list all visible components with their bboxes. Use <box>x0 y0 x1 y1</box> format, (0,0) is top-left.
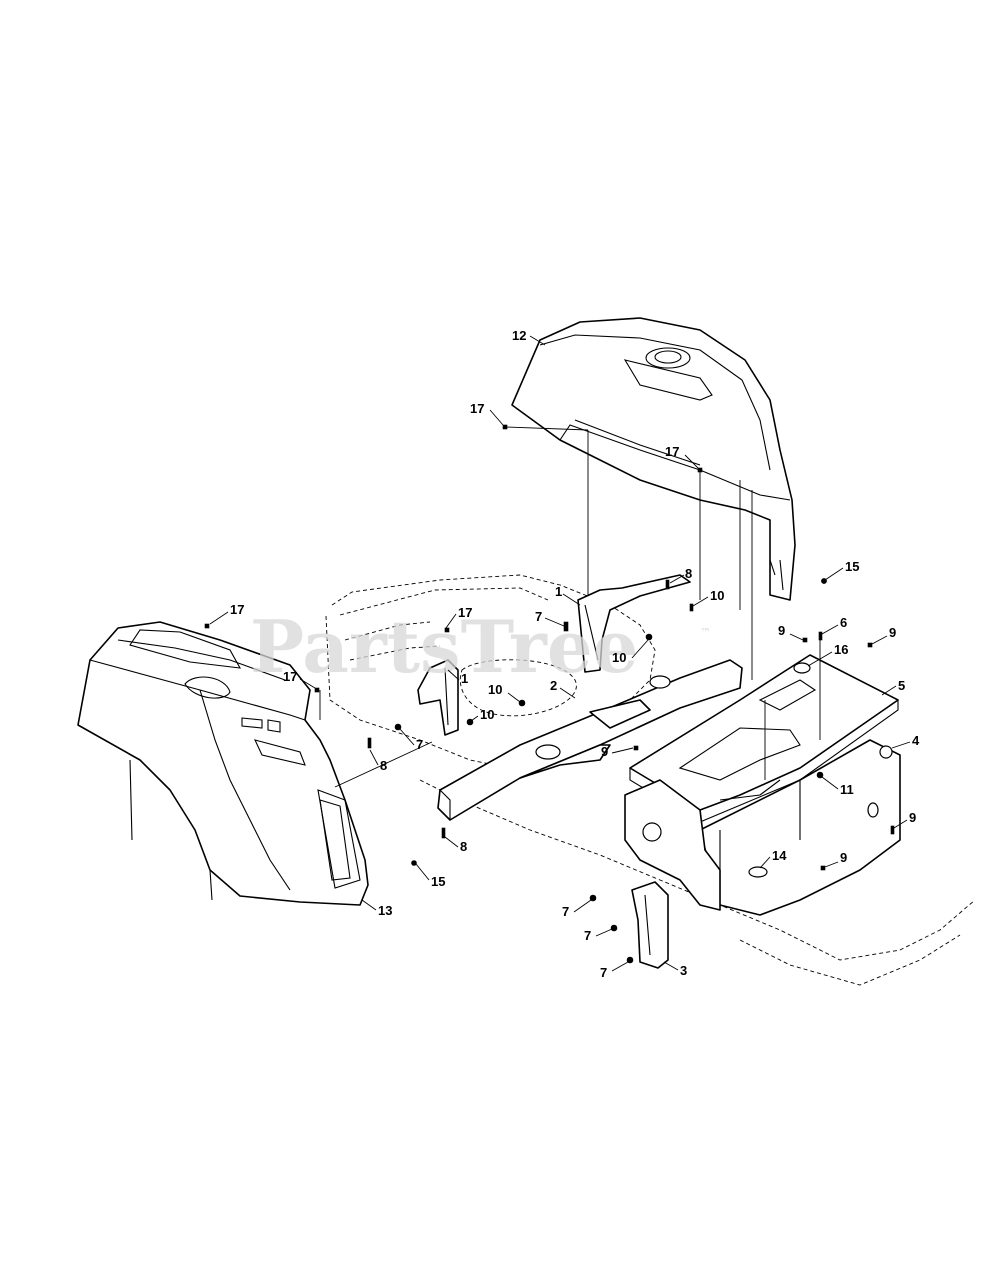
callout-17: 17 <box>230 602 244 617</box>
callout-10: 10 <box>612 650 626 665</box>
callout-17: 17 <box>283 669 297 684</box>
callout-8: 8 <box>460 839 467 854</box>
nut-icon <box>394 723 402 731</box>
callout-7: 7 <box>600 965 607 980</box>
bolt-icon <box>633 745 639 751</box>
callout-12: 12 <box>512 328 526 343</box>
callout-7: 7 <box>535 609 542 624</box>
callout-9: 9 <box>601 744 608 759</box>
part-1-bracket-lower <box>417 659 459 736</box>
callout-7: 7 <box>584 928 591 943</box>
nut-icon <box>411 860 417 866</box>
part-5-seat-plate <box>629 654 899 823</box>
callout-9: 9 <box>889 625 896 640</box>
watermark: PartsTree ™ <box>250 604 711 689</box>
bolt-icon <box>367 737 372 749</box>
bolt-icon <box>204 623 210 629</box>
callout-9: 9 <box>909 810 916 825</box>
part-13-front-hood <box>77 621 369 906</box>
callout-15: 15 <box>845 559 859 574</box>
assembly-lines <box>319 426 821 788</box>
callout-17: 17 <box>458 605 472 620</box>
hardware-fasteners <box>204 424 895 964</box>
bolt-icon <box>441 827 446 839</box>
part-2-frame-rail <box>437 659 743 821</box>
callout-4: 4 <box>912 733 920 748</box>
nut-icon <box>816 771 824 779</box>
callout-9: 9 <box>778 623 785 638</box>
callout-labels: 12 17 17 15 1 8 7 10 10 9 6 9 16 <box>209 328 920 980</box>
callout-7: 7 <box>562 904 569 919</box>
part-3-step-plate <box>631 881 669 969</box>
callout-5: 5 <box>898 678 905 693</box>
callout-10: 10 <box>488 682 502 697</box>
callout-3: 3 <box>680 963 687 978</box>
bolt-icon <box>563 621 569 632</box>
bolt-icon <box>818 631 823 641</box>
callout-10: 10 <box>480 707 494 722</box>
bolt-icon <box>802 637 808 643</box>
nut-icon <box>610 924 618 932</box>
bolt-icon <box>890 825 895 835</box>
bolt-icon <box>867 642 873 648</box>
watermark-trademark: ™ <box>700 626 711 639</box>
nut-icon <box>645 633 653 641</box>
callout-1: 1 <box>461 671 468 686</box>
callout-13: 13 <box>378 903 392 918</box>
part-4-rear-subframe <box>699 739 901 916</box>
bolt-icon <box>665 579 670 590</box>
nut-icon <box>626 956 634 964</box>
callout-8: 8 <box>685 566 692 581</box>
callout-16: 16 <box>834 642 848 657</box>
nut-icon <box>589 894 597 902</box>
callout-11: 11 <box>840 782 854 797</box>
callout-8: 8 <box>380 758 387 773</box>
callout-6: 6 <box>840 615 847 630</box>
callout-10: 10 <box>710 588 724 603</box>
bolt-icon <box>820 865 826 871</box>
callout-9: 9 <box>840 850 847 865</box>
bolt-icon <box>689 603 694 612</box>
bolt-icon <box>314 687 320 693</box>
watermark-text: PartsTree <box>250 604 638 689</box>
side-panel-left <box>624 779 721 911</box>
callout-17: 17 <box>665 444 679 459</box>
callout-2: 2 <box>550 678 557 693</box>
callout-17: 17 <box>470 401 484 416</box>
callout-1: 1 <box>555 584 562 599</box>
nut-icon <box>518 699 526 707</box>
part-12-rear-shroud <box>511 317 796 601</box>
callout-14: 14 <box>772 848 787 863</box>
part-1-bracket-upper <box>577 574 691 673</box>
callout-15: 15 <box>431 874 445 889</box>
bolt-icon <box>444 627 450 633</box>
callout-7: 7 <box>416 737 423 752</box>
